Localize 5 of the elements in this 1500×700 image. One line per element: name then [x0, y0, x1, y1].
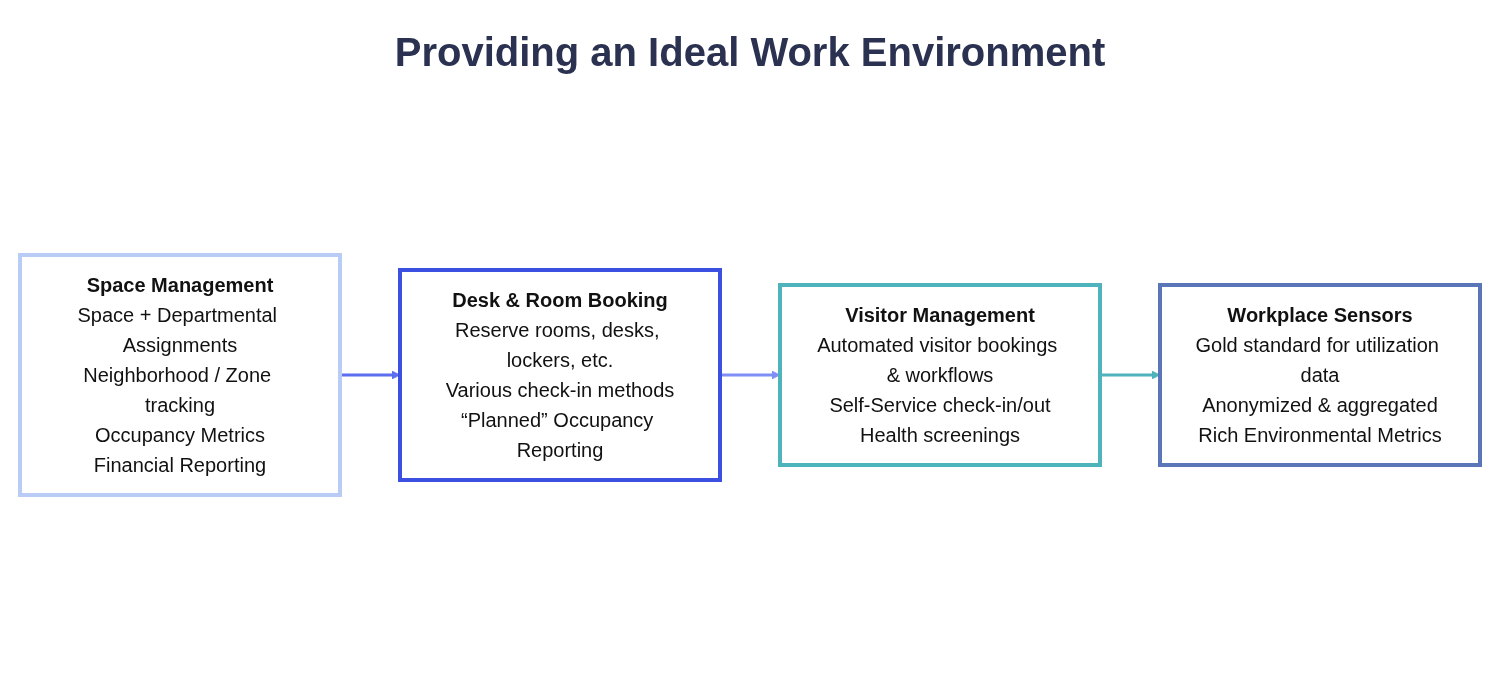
- node-box: Visitor Management Automated visitor bookings & workflows Self-Service check-in/out Health screenings: [778, 283, 1102, 467]
- diagram-title: Providing an Ideal Work Environment: [393, 30, 1107, 75]
- node-box: Desk & Room Booking Reserve rooms, desks, lockers, etc. Various check-in methods “Planned” Occupancy Reporting: [398, 268, 722, 482]
- node-box: Space Management Space + Departmental Assignments Neighborhood / Zone tracking Occupancy Metrics Financial Reporting: [18, 253, 342, 497]
- node-box: Workplace Sensors Gold standard for utilization data Anonymized & aggregated Rich Environmental Metrics: [1158, 283, 1482, 467]
